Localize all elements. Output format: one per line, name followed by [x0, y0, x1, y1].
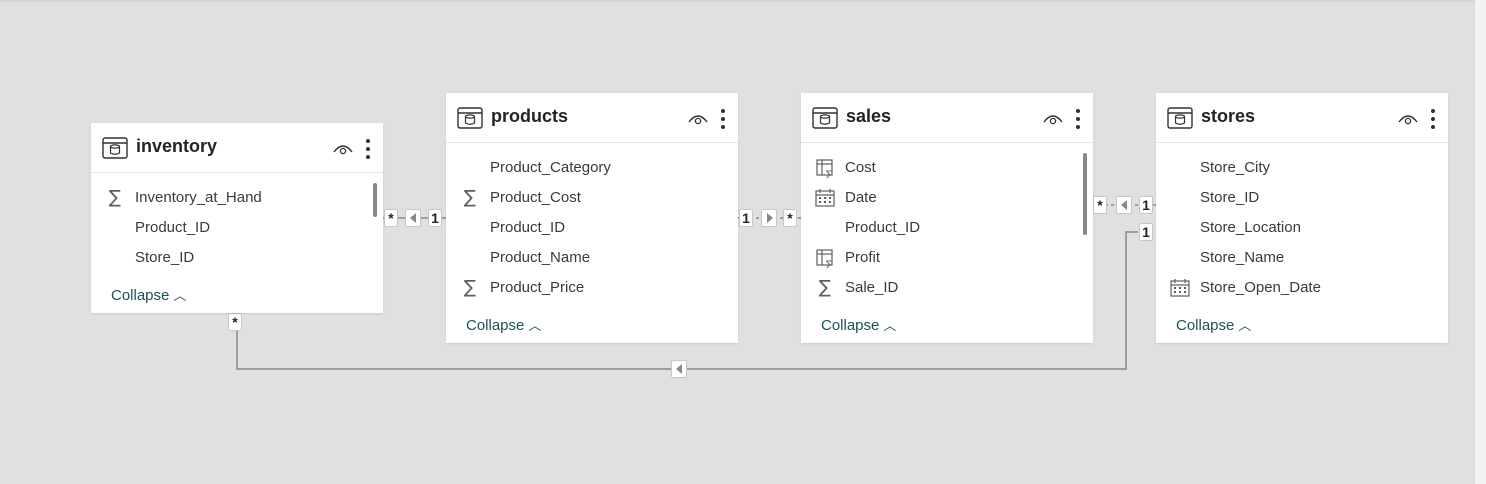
field-row[interactable]: Product_Category [446, 153, 738, 183]
table-card-header[interactable]: sales [801, 93, 1093, 143]
field-label: Inventory_at_Hand [135, 189, 262, 206]
field-row[interactable]: Product_ID [801, 213, 1093, 243]
calculated-column-icon: ∑ [816, 249, 833, 268]
canvas-vertical-scrollbar[interactable] [1474, 0, 1486, 484]
collapse-label: Collapse [821, 317, 880, 334]
table-card-inventory[interactable]: inventory ∑ Inventory_at_Hand Product_ID… [91, 123, 383, 313]
table-title: stores [1201, 106, 1256, 126]
more-options-icon[interactable] [1075, 108, 1081, 130]
field-row[interactable]: ∑ Product_Cost [446, 183, 738, 213]
field-label: Product_Category [490, 159, 611, 176]
field-list-scrollbar[interactable] [1083, 153, 1087, 235]
field-row[interactable]: Store_Open_Date [1156, 273, 1448, 303]
field-row[interactable]: ∑ Profit [801, 243, 1093, 273]
filter-direction-left-icon[interactable] [671, 360, 687, 378]
field-label: Store_City [1200, 159, 1271, 176]
field-label: Store_Name [1200, 249, 1285, 266]
field-label: Cost [845, 159, 876, 176]
eye-icon[interactable] [333, 142, 353, 156]
cardinality-one-badge: 1 [428, 209, 442, 227]
collapse-button[interactable]: Collapse︿ [466, 315, 541, 334]
cardinality-many-badge: * [1093, 196, 1107, 214]
calendar-icon [815, 189, 835, 207]
collapse-button[interactable]: Collapse︿ [821, 315, 896, 334]
field-row[interactable]: Store_Name [1156, 243, 1448, 273]
cardinality-one-badge: 1 [739, 209, 753, 227]
field-row[interactable]: Product_Name [446, 243, 738, 273]
field-row[interactable]: Product_ID [91, 213, 383, 243]
sigma-icon: ∑ [818, 277, 832, 298]
field-row[interactable]: Store_ID [1156, 183, 1448, 213]
chevron-up-icon: ︿ [883, 318, 897, 333]
field-label: Product_Price [490, 279, 585, 296]
eye-icon[interactable] [1398, 112, 1418, 126]
field-row[interactable]: ∑ Sale_ID [801, 273, 1093, 303]
table-card-header[interactable]: products [446, 93, 738, 143]
table-card-products[interactable]: products Product_Category ∑ Product_Cost… [446, 93, 738, 343]
sigma-icon: ∑ [108, 187, 122, 208]
sigma-icon: ∑ [463, 277, 477, 298]
field-row[interactable]: Product_ID [446, 213, 738, 243]
table-card-header[interactable]: inventory [91, 123, 383, 173]
cardinality-one-badge: 1 [1139, 223, 1153, 241]
field-row[interactable]: ∑ Cost [801, 153, 1093, 183]
field-label: Sale_ID [845, 279, 899, 296]
field-label: Profit [845, 249, 881, 266]
field-label: Date [845, 189, 877, 206]
eye-icon[interactable] [1043, 112, 1063, 126]
table-title: inventory [136, 136, 218, 156]
chevron-up-icon: ︿ [173, 288, 187, 303]
relationship-line-inventory-stores[interactable] [236, 231, 1138, 370]
more-options-icon[interactable] [720, 108, 726, 130]
table-title: sales [846, 106, 892, 126]
field-list-scrollbar[interactable] [373, 183, 377, 217]
eye-icon[interactable] [688, 112, 708, 126]
field-row[interactable]: Date [801, 183, 1093, 213]
cardinality-one-badge: 1 [1139, 196, 1153, 214]
field-row[interactable]: ∑ Product_Price [446, 273, 738, 303]
table-card-header[interactable]: stores [1156, 93, 1448, 143]
field-row[interactable]: Store_City [1156, 153, 1448, 183]
calculated-column-icon: ∑ [816, 159, 833, 178]
filter-direction-left-icon[interactable] [405, 209, 421, 227]
calendar-icon [1170, 279, 1190, 297]
field-row[interactable]: ∑ Inventory_at_Hand [91, 183, 383, 213]
field-label: Store_Location [1200, 219, 1301, 236]
cardinality-many-badge: * [783, 209, 797, 227]
field-label: Store_Open_Date [1200, 279, 1321, 296]
filter-direction-right-icon[interactable] [761, 209, 777, 227]
chevron-up-icon: ︿ [528, 318, 542, 333]
svg-text:∑: ∑ [826, 170, 832, 178]
table-title: products [491, 106, 569, 126]
field-label: Product_ID [135, 219, 211, 236]
field-label: Store_ID [1200, 189, 1260, 206]
field-label: Product_ID [490, 219, 566, 236]
collapse-label: Collapse [111, 287, 170, 304]
table-card-stores[interactable]: stores Store_City Store_ID Store_Locatio… [1156, 93, 1448, 343]
collapse-label: Collapse [466, 317, 525, 334]
table-icon [812, 107, 838, 129]
cardinality-many-badge: * [384, 209, 398, 227]
field-label: Product_ID [845, 219, 921, 236]
collapse-label: Collapse [1176, 317, 1235, 334]
table-icon [1167, 107, 1193, 129]
more-options-icon[interactable] [365, 138, 371, 160]
svg-text:∑: ∑ [826, 260, 832, 268]
cardinality-many-badge: * [228, 313, 242, 331]
field-label: Product_Name [490, 249, 591, 266]
canvas-top-border [0, 0, 1486, 2]
field-row[interactable]: Store_ID [91, 243, 383, 273]
field-label: Store_ID [135, 249, 195, 266]
filter-direction-left-icon[interactable] [1116, 196, 1132, 214]
chevron-up-icon: ︿ [1238, 318, 1252, 333]
field-row[interactable]: Store_Location [1156, 213, 1448, 243]
field-label: Product_Cost [490, 189, 581, 206]
table-icon [457, 107, 483, 129]
collapse-button[interactable]: Collapse︿ [111, 285, 186, 304]
table-icon [102, 137, 128, 159]
table-card-sales[interactable]: sales ∑ Cost Date Product_ID [801, 93, 1093, 343]
more-options-icon[interactable] [1430, 108, 1436, 130]
sigma-icon: ∑ [463, 187, 477, 208]
collapse-button[interactable]: Collapse︿ [1176, 315, 1251, 334]
